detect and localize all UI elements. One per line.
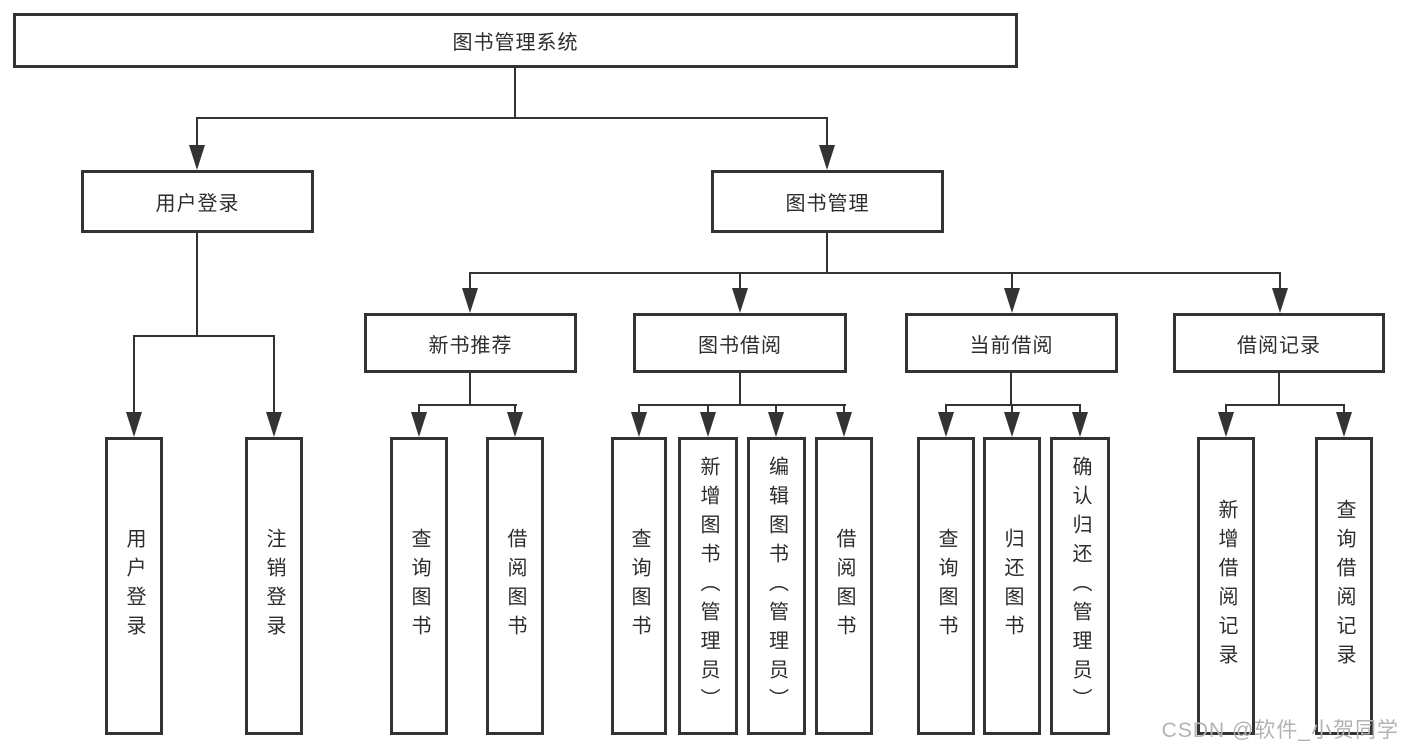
connector-line <box>843 404 845 416</box>
arrow-down-icon <box>732 288 748 313</box>
leaf-return-books-label: 归还图书 <box>1001 528 1023 644</box>
connector-line <box>1010 373 1012 406</box>
arrow-down-icon <box>1336 412 1352 437</box>
connector-line <box>273 335 275 415</box>
connector-line <box>133 335 275 337</box>
leaf-confirm-return-admin-label: 确认归还（管理员） <box>1069 455 1091 717</box>
connector-line <box>418 404 420 416</box>
node-user-login-label: 用户登录 <box>155 193 240 215</box>
leaf-borrow-books-recommend-label: 借阅图书 <box>504 528 526 644</box>
node-new-book-recommend-label: 新书推荐 <box>428 334 513 357</box>
arrow-down-icon <box>462 288 478 313</box>
leaf-query-borrow-record: 查询借阅记录 <box>1315 437 1373 735</box>
connector-line <box>945 404 947 416</box>
leaf-user-login-label: 用户登录 <box>123 528 145 644</box>
arrow-down-icon <box>1004 288 1020 313</box>
connector-line <box>739 272 741 290</box>
leaf-query-books-recommend-label: 查询图书 <box>408 528 430 644</box>
connector-line <box>1011 272 1013 290</box>
connector-line <box>1225 404 1227 416</box>
connector-line <box>739 373 741 406</box>
connector-line <box>638 404 846 406</box>
arrow-down-icon <box>836 412 852 437</box>
leaf-edit-book-admin-label: 编辑图书（管理员） <box>765 455 788 717</box>
connector-line <box>196 117 198 147</box>
connector-line <box>826 117 828 147</box>
node-book-management: 图书管理 <box>711 170 944 233</box>
leaf-borrow-books-recommend: 借阅图书 <box>486 437 544 735</box>
connector-line <box>133 335 135 415</box>
connector-line <box>1079 404 1081 416</box>
arrow-down-icon <box>1272 288 1288 313</box>
arrow-down-icon <box>507 412 523 437</box>
leaf-user-login: 用户登录 <box>105 437 163 735</box>
leaf-query-books-borrow: 查询图书 <box>611 437 667 735</box>
connector-line <box>707 404 709 416</box>
connector-line <box>1225 404 1345 406</box>
connector-line <box>469 272 471 290</box>
node-new-book-recommend: 新书推荐 <box>364 313 577 373</box>
node-book-borrow-label: 图书借阅 <box>698 334 782 357</box>
connector-line <box>1343 404 1345 416</box>
leaf-confirm-return-admin: 确认归还（管理员） <box>1050 437 1110 735</box>
arrow-down-icon <box>700 412 716 437</box>
connector-line <box>196 233 198 337</box>
leaf-add-borrow-record: 新增借阅记录 <box>1197 437 1255 735</box>
connector-line <box>469 272 1281 274</box>
leaf-borrow-books-2-label: 借阅图书 <box>833 528 855 644</box>
node-current-borrow-label: 当前借阅 <box>969 334 1054 357</box>
leaf-add-borrow-record-label: 新增借阅记录 <box>1215 499 1237 673</box>
node-root: 图书管理系统 <box>13 13 1018 68</box>
connector-line <box>638 404 640 416</box>
leaf-add-book-admin-label: 新增图书（管理员） <box>697 455 719 717</box>
arrow-down-icon <box>126 412 142 437</box>
leaf-logout: 注销登录 <box>245 437 303 735</box>
leaf-query-books-current: 查询图书 <box>917 437 975 735</box>
arrow-down-icon <box>266 412 282 437</box>
connector-line <box>826 233 828 274</box>
node-root-label: 图书管理系统 <box>452 32 579 54</box>
connector-line <box>775 404 777 416</box>
leaf-query-books-current-label: 查询图书 <box>935 528 957 644</box>
leaf-query-books-borrow-label: 查询图书 <box>628 528 650 644</box>
node-book-management-label: 图书管理 <box>785 193 870 215</box>
arrow-down-icon <box>819 145 835 170</box>
arrow-down-icon <box>1004 412 1020 437</box>
connector-line <box>945 404 1081 406</box>
arrow-down-icon <box>1072 412 1088 437</box>
leaf-logout-label: 注销登录 <box>263 528 285 644</box>
arrow-down-icon <box>189 145 205 170</box>
arrow-down-icon <box>631 412 647 437</box>
connector-line <box>418 404 517 406</box>
arrow-down-icon <box>938 412 954 437</box>
node-current-borrow: 当前借阅 <box>905 313 1118 373</box>
connector-line <box>514 68 516 118</box>
connector-line <box>514 404 516 416</box>
node-user-login: 用户登录 <box>81 170 314 233</box>
node-borrow-records: 借阅记录 <box>1173 313 1385 373</box>
connector-line <box>1278 373 1280 406</box>
connector-line <box>196 117 828 119</box>
leaf-edit-book-admin: 编辑图书（管理员） <box>747 437 806 735</box>
node-borrow-records-label: 借阅记录 <box>1237 334 1321 357</box>
connector-line <box>469 373 471 406</box>
arrow-down-icon <box>411 412 427 437</box>
connector-line <box>1011 404 1013 416</box>
leaf-return-books: 归还图书 <box>983 437 1041 735</box>
arrow-down-icon <box>1218 412 1234 437</box>
leaf-borrow-books-2: 借阅图书 <box>815 437 873 735</box>
leaf-query-books-recommend: 查询图书 <box>390 437 448 735</box>
connector-line <box>1279 272 1281 290</box>
leaf-query-borrow-record-label: 查询借阅记录 <box>1333 499 1355 673</box>
leaf-add-book-admin: 新增图书（管理员） <box>678 437 738 735</box>
arrow-down-icon <box>768 412 784 437</box>
node-book-borrow: 图书借阅 <box>633 313 847 373</box>
